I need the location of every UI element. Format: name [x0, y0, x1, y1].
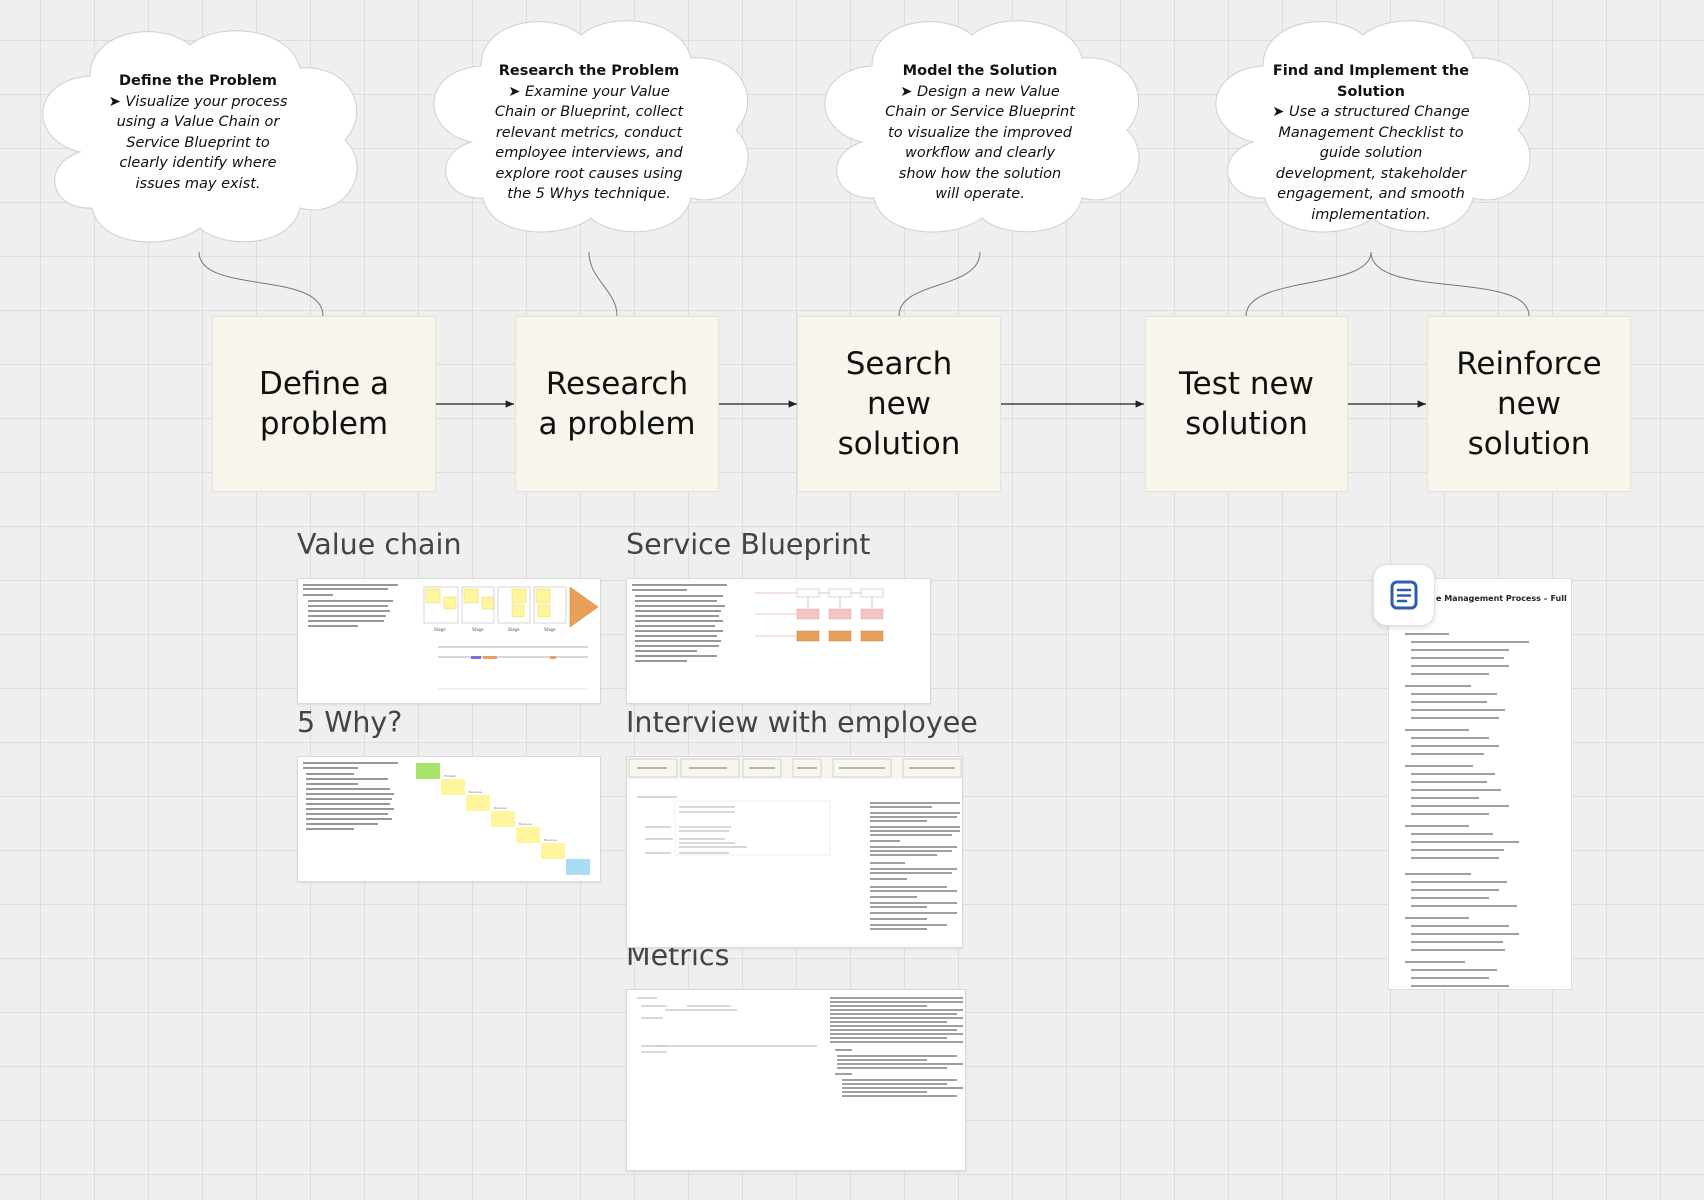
cloud-shape-3[interactable]	[824, 20, 1140, 233]
connector-cloud4-step4	[1245, 251, 1372, 317]
cloud-shape-1[interactable]	[42, 30, 358, 243]
interview-frame[interactable]	[626, 756, 963, 948]
cloud-shape-4[interactable]	[1215, 20, 1531, 233]
svg-text:Stage: Stage	[508, 627, 520, 632]
connector-cloud2-step2	[588, 251, 618, 317]
cloud-note-implement: Find and Implement the Solution ➤ Use a …	[1271, 61, 1471, 225]
connector-cloud3-step3	[898, 251, 981, 317]
frame-label-value-chain: Value chain	[297, 528, 462, 561]
step-label: Define a problem	[258, 366, 390, 442]
cloud-body: ➤ Examine your Value Chain or Blueprint,…	[494, 83, 684, 203]
cloud-title: Define the Problem	[119, 73, 277, 89]
change-management-document[interactable]: e Management Process – Full	[1388, 578, 1572, 990]
connector-cloud4-step5	[1370, 251, 1530, 317]
step-label: Research a problem	[538, 366, 696, 442]
value-chain-frame[interactable]: Stage Stage Stage Stage	[297, 578, 601, 704]
cloud-body: ➤ Use a structured Change Management Che…	[1272, 104, 1470, 223]
cloud-note-research: Research the Problem ➤ Examine your Valu…	[494, 61, 684, 205]
step-label: Test new solution	[1179, 366, 1314, 442]
cloud-body: ➤ Visualize your process using a Value C…	[108, 93, 288, 192]
svg-text:Problem: Problem	[444, 774, 456, 778]
step-define-problem[interactable]: Define a problem	[212, 316, 436, 492]
connector-cloud1-step1	[198, 251, 324, 317]
svg-text:Because: Because	[519, 822, 532, 826]
svg-text:Because: Because	[544, 838, 557, 842]
svg-text:Stage: Stage	[544, 627, 556, 632]
document-icon[interactable]	[1373, 564, 1435, 626]
step-research-problem[interactable]: Research a problem	[515, 316, 719, 492]
step-test-solution[interactable]: Test new solution	[1145, 316, 1348, 492]
service-blueprint-frame[interactable]	[626, 578, 931, 704]
cloud-title: Find and Implement the Solution	[1272, 63, 1470, 100]
cloud-note-define: Define the Problem ➤ Visualize your proc…	[103, 71, 293, 194]
cloud-note-model: Model the Solution ➤ Design a new Value …	[885, 61, 1075, 205]
svg-text:Because: Because	[494, 806, 507, 810]
cloud-shape-2[interactable]	[433, 20, 749, 233]
svg-text:Stage: Stage	[472, 627, 484, 632]
svg-text:Because: Because	[469, 790, 482, 794]
cloud-body: ➤ Design a new Value Chain or Service Bl…	[885, 83, 1075, 203]
cloud-title: Research the Problem	[498, 63, 680, 79]
frame-label-service-blueprint: Service Blueprint	[626, 528, 871, 561]
step-label: Reinforce new solution	[1456, 346, 1602, 462]
step-label: Search new solution	[837, 346, 961, 462]
step-reinforce-solution[interactable]: Reinforce new solution	[1427, 316, 1631, 492]
metrics-frame[interactable]	[626, 989, 966, 1171]
document-title: e Management Process – Full	[1436, 594, 1567, 603]
frame-label-interview: Interview with employee	[626, 706, 978, 739]
cloud-title: Model the Solution	[902, 63, 1058, 79]
step-search-solution[interactable]: Search new solution	[797, 316, 1001, 492]
svg-text:Stage: Stage	[434, 627, 446, 632]
frame-label-five-why: 5 Why?	[297, 706, 403, 739]
